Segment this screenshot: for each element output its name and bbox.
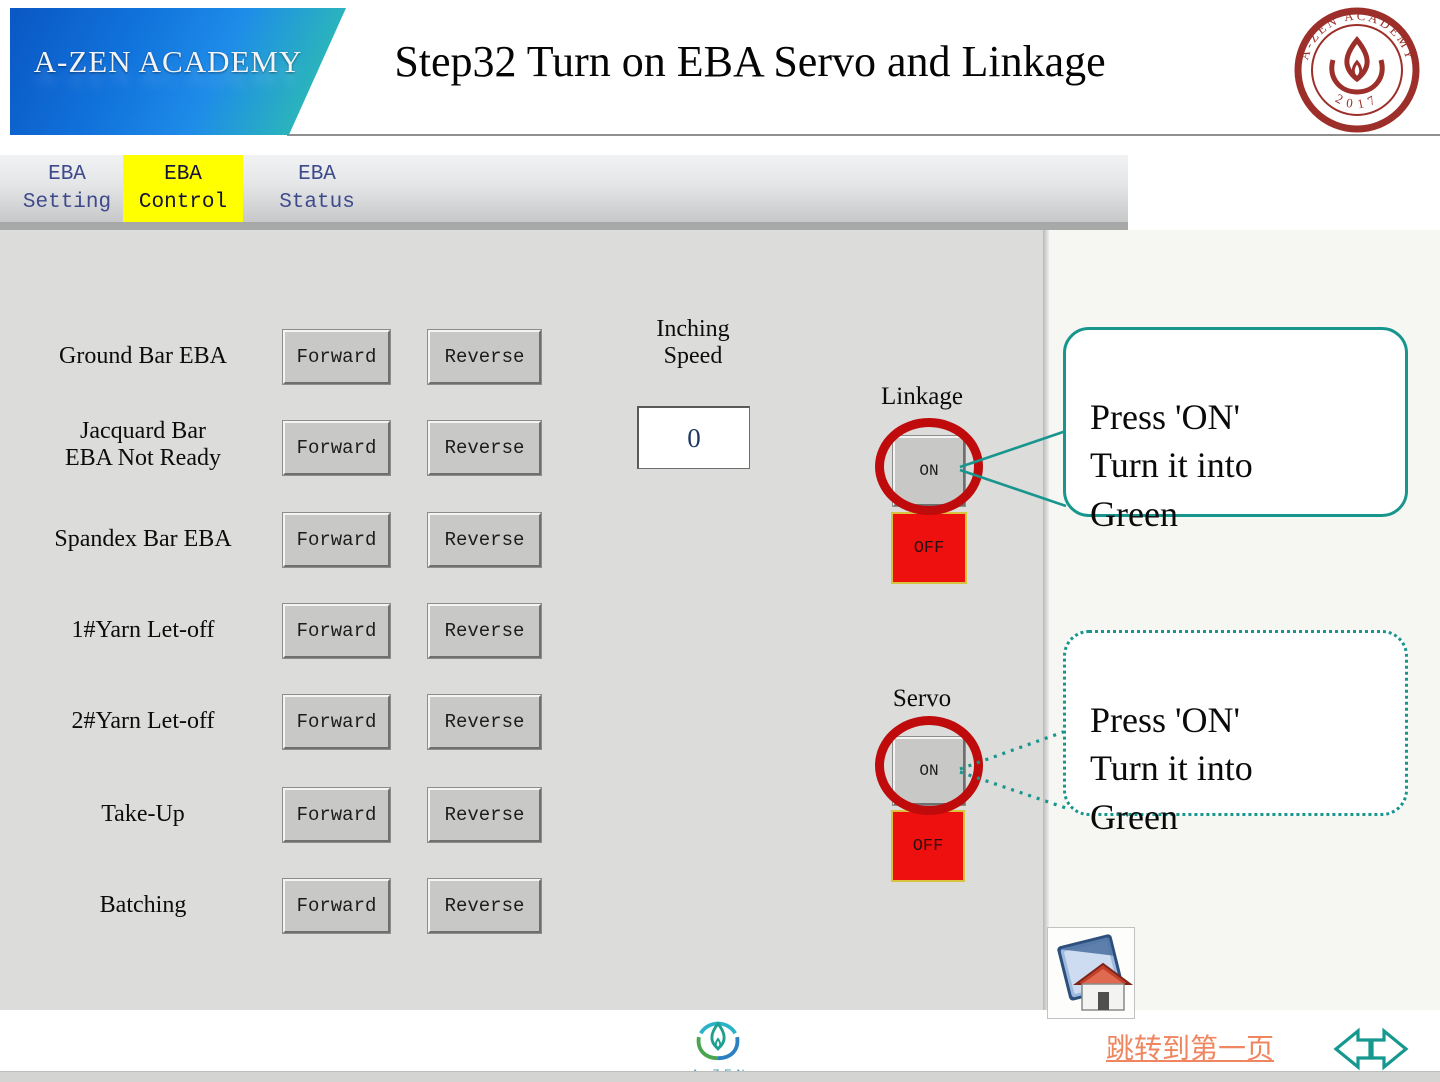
svg-text:2017: 2017 bbox=[1333, 89, 1383, 111]
home-button[interactable] bbox=[1047, 927, 1135, 1019]
servo-label: Servo bbox=[892, 685, 952, 712]
reverse-button[interactable]: Reverse bbox=[428, 879, 541, 933]
tab-label-line: EBA bbox=[298, 163, 336, 187]
tab-eba-status[interactable]: EBA Status bbox=[266, 155, 368, 222]
row-label: Batching bbox=[99, 892, 187, 918]
seal-year: 2017 bbox=[1333, 89, 1377, 111]
linkage-on-button[interactable]: ON bbox=[893, 436, 965, 506]
inching-speed-label: Inching Speed bbox=[656, 316, 730, 369]
header-divider bbox=[287, 134, 1440, 136]
lotus-icon bbox=[696, 1021, 740, 1061]
jump-to-first-page-link[interactable]: 跳转到第一页 bbox=[1106, 1034, 1275, 1065]
servo-off-button[interactable]: OFF bbox=[891, 810, 965, 882]
forward-button[interactable]: Forward bbox=[283, 788, 390, 842]
forward-button[interactable]: Forward bbox=[283, 604, 390, 658]
row-label: Spandex Bar EBA bbox=[54, 526, 232, 552]
row-label: Take-Up bbox=[101, 801, 185, 827]
row-label: 2#Yarn Let-off bbox=[71, 708, 215, 734]
callout-text: Press 'ON' Turn it into Green bbox=[1090, 396, 1253, 534]
forward-button[interactable]: Forward bbox=[283, 695, 390, 749]
home-screen-icon bbox=[1057, 934, 1134, 1011]
reverse-button[interactable]: Reverse bbox=[428, 421, 541, 475]
academy-seal-logo: A-ZEN ACADEMY 2017 bbox=[1294, 7, 1420, 133]
prev-page-arrow[interactable] bbox=[1333, 1027, 1372, 1071]
forward-button[interactable]: Forward bbox=[283, 513, 390, 567]
forward-button[interactable]: Forward bbox=[283, 421, 390, 475]
tab-eba-control[interactable]: EBA Control bbox=[123, 155, 243, 222]
seal-lotus-icon bbox=[1329, 36, 1385, 95]
linkage-off-button[interactable]: OFF bbox=[891, 512, 967, 584]
tab-bar-bottom-strip bbox=[0, 222, 1128, 230]
forward-button[interactable]: Forward bbox=[283, 879, 390, 933]
reverse-button[interactable]: Reverse bbox=[428, 513, 541, 567]
brand-name: A-ZEN ACADEMY bbox=[33, 44, 303, 79]
tab-label-line: Status bbox=[279, 190, 355, 214]
tab-label-line: EBA bbox=[164, 163, 202, 187]
forward-button[interactable]: Forward bbox=[283, 330, 390, 384]
tab-label-line: EBA bbox=[48, 163, 86, 187]
row-label: Jacquard Bar EBA Not Ready bbox=[65, 418, 221, 471]
linkage-label: Linkage bbox=[881, 383, 963, 410]
reverse-button[interactable]: Reverse bbox=[428, 695, 541, 749]
next-page-arrow[interactable] bbox=[1370, 1027, 1409, 1071]
inching-speed-input[interactable] bbox=[637, 406, 750, 469]
callout-servo: Press 'ON' Turn it into Green bbox=[1063, 630, 1408, 837]
tab-label-line: Setting bbox=[22, 190, 112, 214]
row-label: 1#Yarn Let-off bbox=[71, 617, 215, 643]
callout-text: Press 'ON' Turn it into Green bbox=[1090, 699, 1253, 837]
row-label: Ground Bar EBA bbox=[59, 343, 227, 369]
tab-eba-setting[interactable]: EBA Setting bbox=[14, 155, 120, 222]
page-navigation bbox=[1333, 1026, 1409, 1077]
reverse-button[interactable]: Reverse bbox=[428, 604, 541, 658]
tab-label-line: Control bbox=[138, 190, 228, 214]
servo-on-button[interactable]: ON bbox=[893, 737, 965, 805]
callout-linkage: Press 'ON' Turn it into Green bbox=[1063, 327, 1408, 534]
reverse-button[interactable]: Reverse bbox=[428, 330, 541, 384]
brand-banner bbox=[10, 8, 346, 135]
page-title: Step32 Turn on EBA Servo and Linkage bbox=[394, 37, 1106, 86]
bottom-bar bbox=[0, 1071, 1440, 1082]
reverse-button[interactable]: Reverse bbox=[428, 788, 541, 842]
panel-edge bbox=[1043, 230, 1049, 1010]
